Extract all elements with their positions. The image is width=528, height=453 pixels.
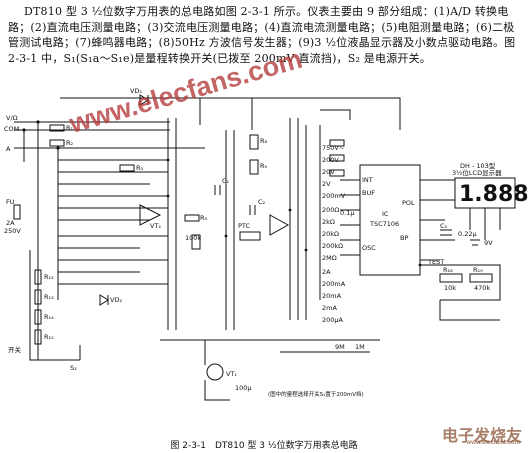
range-ohm-200: 200Ω [322,206,339,214]
figure-caption: 图 2-3-1 DT810 型 3 ½位数字万用表总电路 [170,441,358,451]
range-a-2: 2A [322,268,331,276]
pin-int: INT [362,176,373,184]
range-ohm-20k: 20kΩ [322,230,339,238]
intro-paragraph: DT810 型 3 ½位数字万用表的总电路如图 2-3-1 所示。仪表主要由 9… [8,4,520,66]
battery-label: 9V [484,239,493,247]
value-100k: 100k [185,234,201,242]
range-a-200m: 200mA [322,280,346,288]
cap-c5: C₅ [440,222,448,230]
value-022u: 0.22μ [458,230,477,238]
ic-model: TSC7106 [369,220,399,228]
range-v-200: 200V [322,156,339,164]
transistor-vt1: VT₁ [226,370,237,378]
pin-test: TEST [427,258,444,266]
diode-vd1: VD₁ [130,87,142,95]
res-r5: R₅ [200,214,208,222]
pin-buf: BUF [362,189,375,197]
intro-paragraph-text: DT810 型 3 ½位数字万用表的总电路如图 2-3-1 所示。仪表主要由 9… [8,5,516,65]
res-r1: R₁ [66,124,74,132]
pin-pol: POL [402,199,415,207]
res-r9: R₉ [260,162,268,170]
fuse-rating: 2A [6,219,15,227]
fuse-voltage: 250V [4,227,21,235]
range-v-2: 2V [322,180,331,188]
cap-c1: C₁ [222,177,230,185]
fuse-label: FU [6,198,15,206]
ic-label: IC [382,210,389,218]
range-ohm-2m: 2MΩ [322,254,337,262]
range-a-20m: 20mA [322,292,342,300]
display-subtitle: 3½位LCD显示器 [452,168,502,177]
range-ohm-200k: 200kΩ [322,242,343,250]
res-r19: R₁₉ [473,266,483,274]
figure-note: (图中的量程选择开关S₁置于200mV挡) [268,390,364,398]
terminal-vohm: V/Ω [6,114,18,122]
pin-osc: OSC [362,244,376,252]
range-a-200u: 200μA [322,316,344,324]
corner-watermark: 电子发烧友 [441,426,522,445]
res-r12: R₁₂ [44,273,54,281]
res-r18: R₁₈ [443,266,453,274]
power-switch-label: 开关 [8,345,22,354]
display-model: DH - 103型 [460,161,496,170]
range-v-20: 20V [322,168,335,176]
diode-vd2: VD₂ [110,296,122,304]
range-ohm-2k: 2kΩ [322,218,335,226]
value-470k: 470k [474,284,490,292]
res-r13: R₁₃ [44,293,54,301]
res-r8: R₈ [260,137,268,145]
ptc-label: PTC [238,222,251,230]
value-10k: 10k [444,284,456,292]
res-r2: R₂ [66,139,74,147]
cap-c2: C₂ [258,198,266,206]
value-100u: 100μ [235,384,252,392]
res-r15: R₁₅ [44,333,54,341]
range-a-2m: 2mA [322,304,337,312]
value-9m: 9M [335,343,345,351]
corner-watermark-url: www.elecfans.com [466,440,520,446]
transistor-vt2: VT₂ [150,222,161,230]
range-v-750: 750V~ [322,144,344,152]
pin-bp: BP [400,234,408,242]
terminal-com: COM [4,125,19,133]
switch-s2: S₂ [70,364,77,372]
res-r14: R₁₄ [44,313,54,321]
value-01u: 0.1μ [340,209,354,217]
range-v-200mv: 200mV [322,192,346,200]
res-r3: R₃ [136,164,144,172]
terminal-a: A [6,145,11,153]
display-digits: 1.888 [459,182,528,207]
value-1m: 1M [355,343,365,351]
